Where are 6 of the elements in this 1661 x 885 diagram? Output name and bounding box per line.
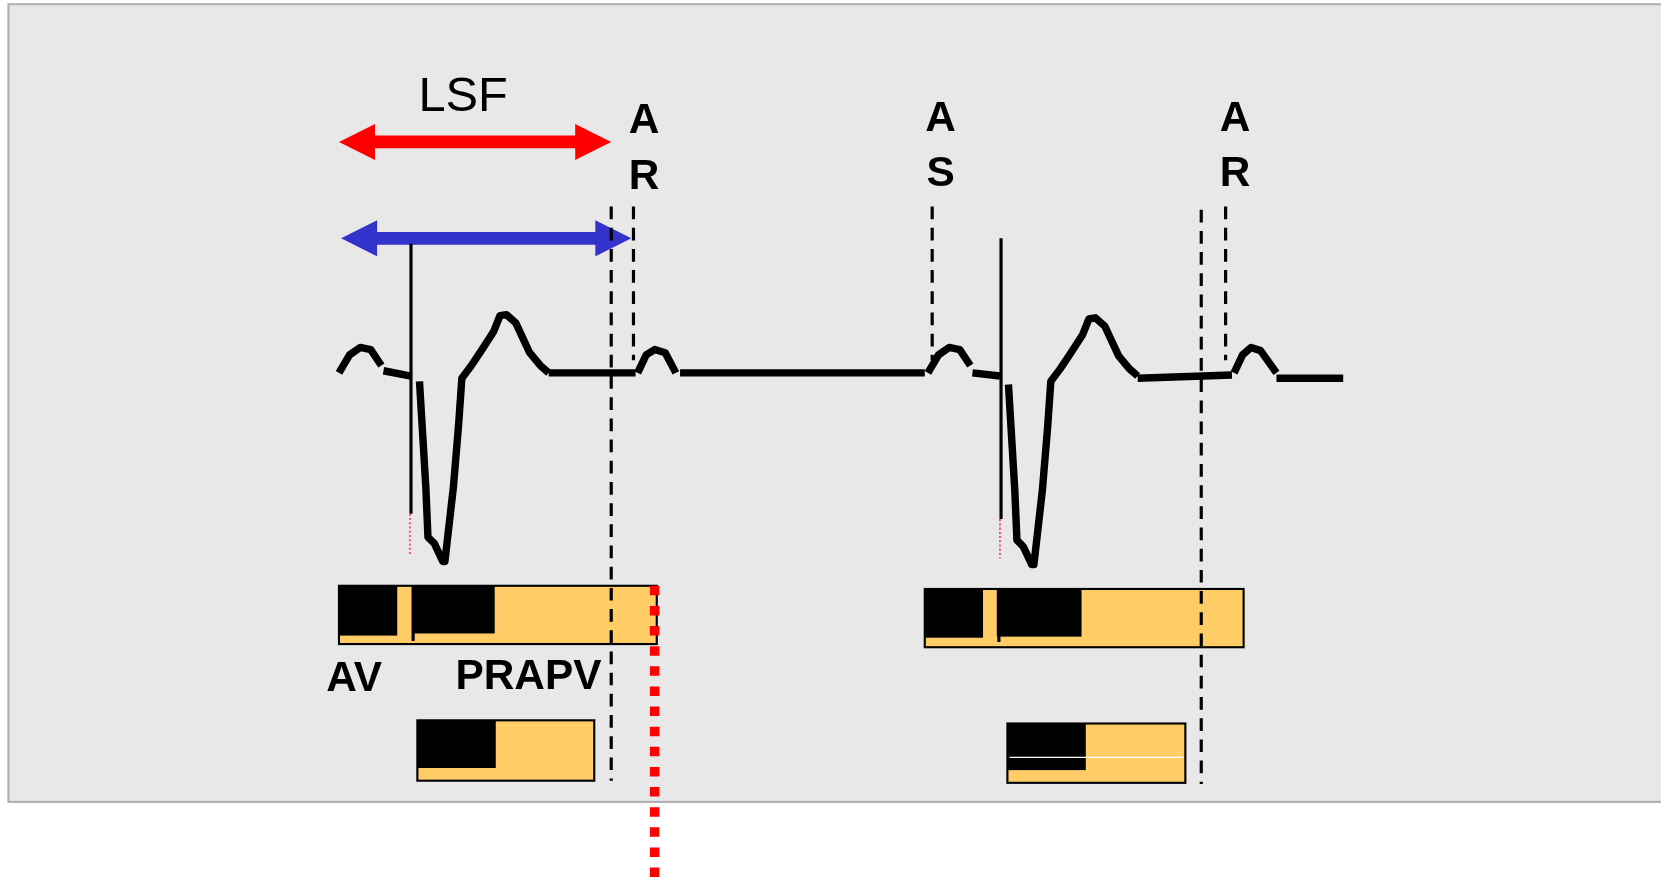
timing-label: AV	[326, 654, 382, 697]
timing-label: A S	[924, 92, 957, 197]
timing-label: A R	[627, 94, 661, 200]
timing-label: PRAPV	[455, 652, 602, 695]
timing-label: A R	[1218, 92, 1252, 197]
timing-label: LSF	[418, 69, 508, 119]
